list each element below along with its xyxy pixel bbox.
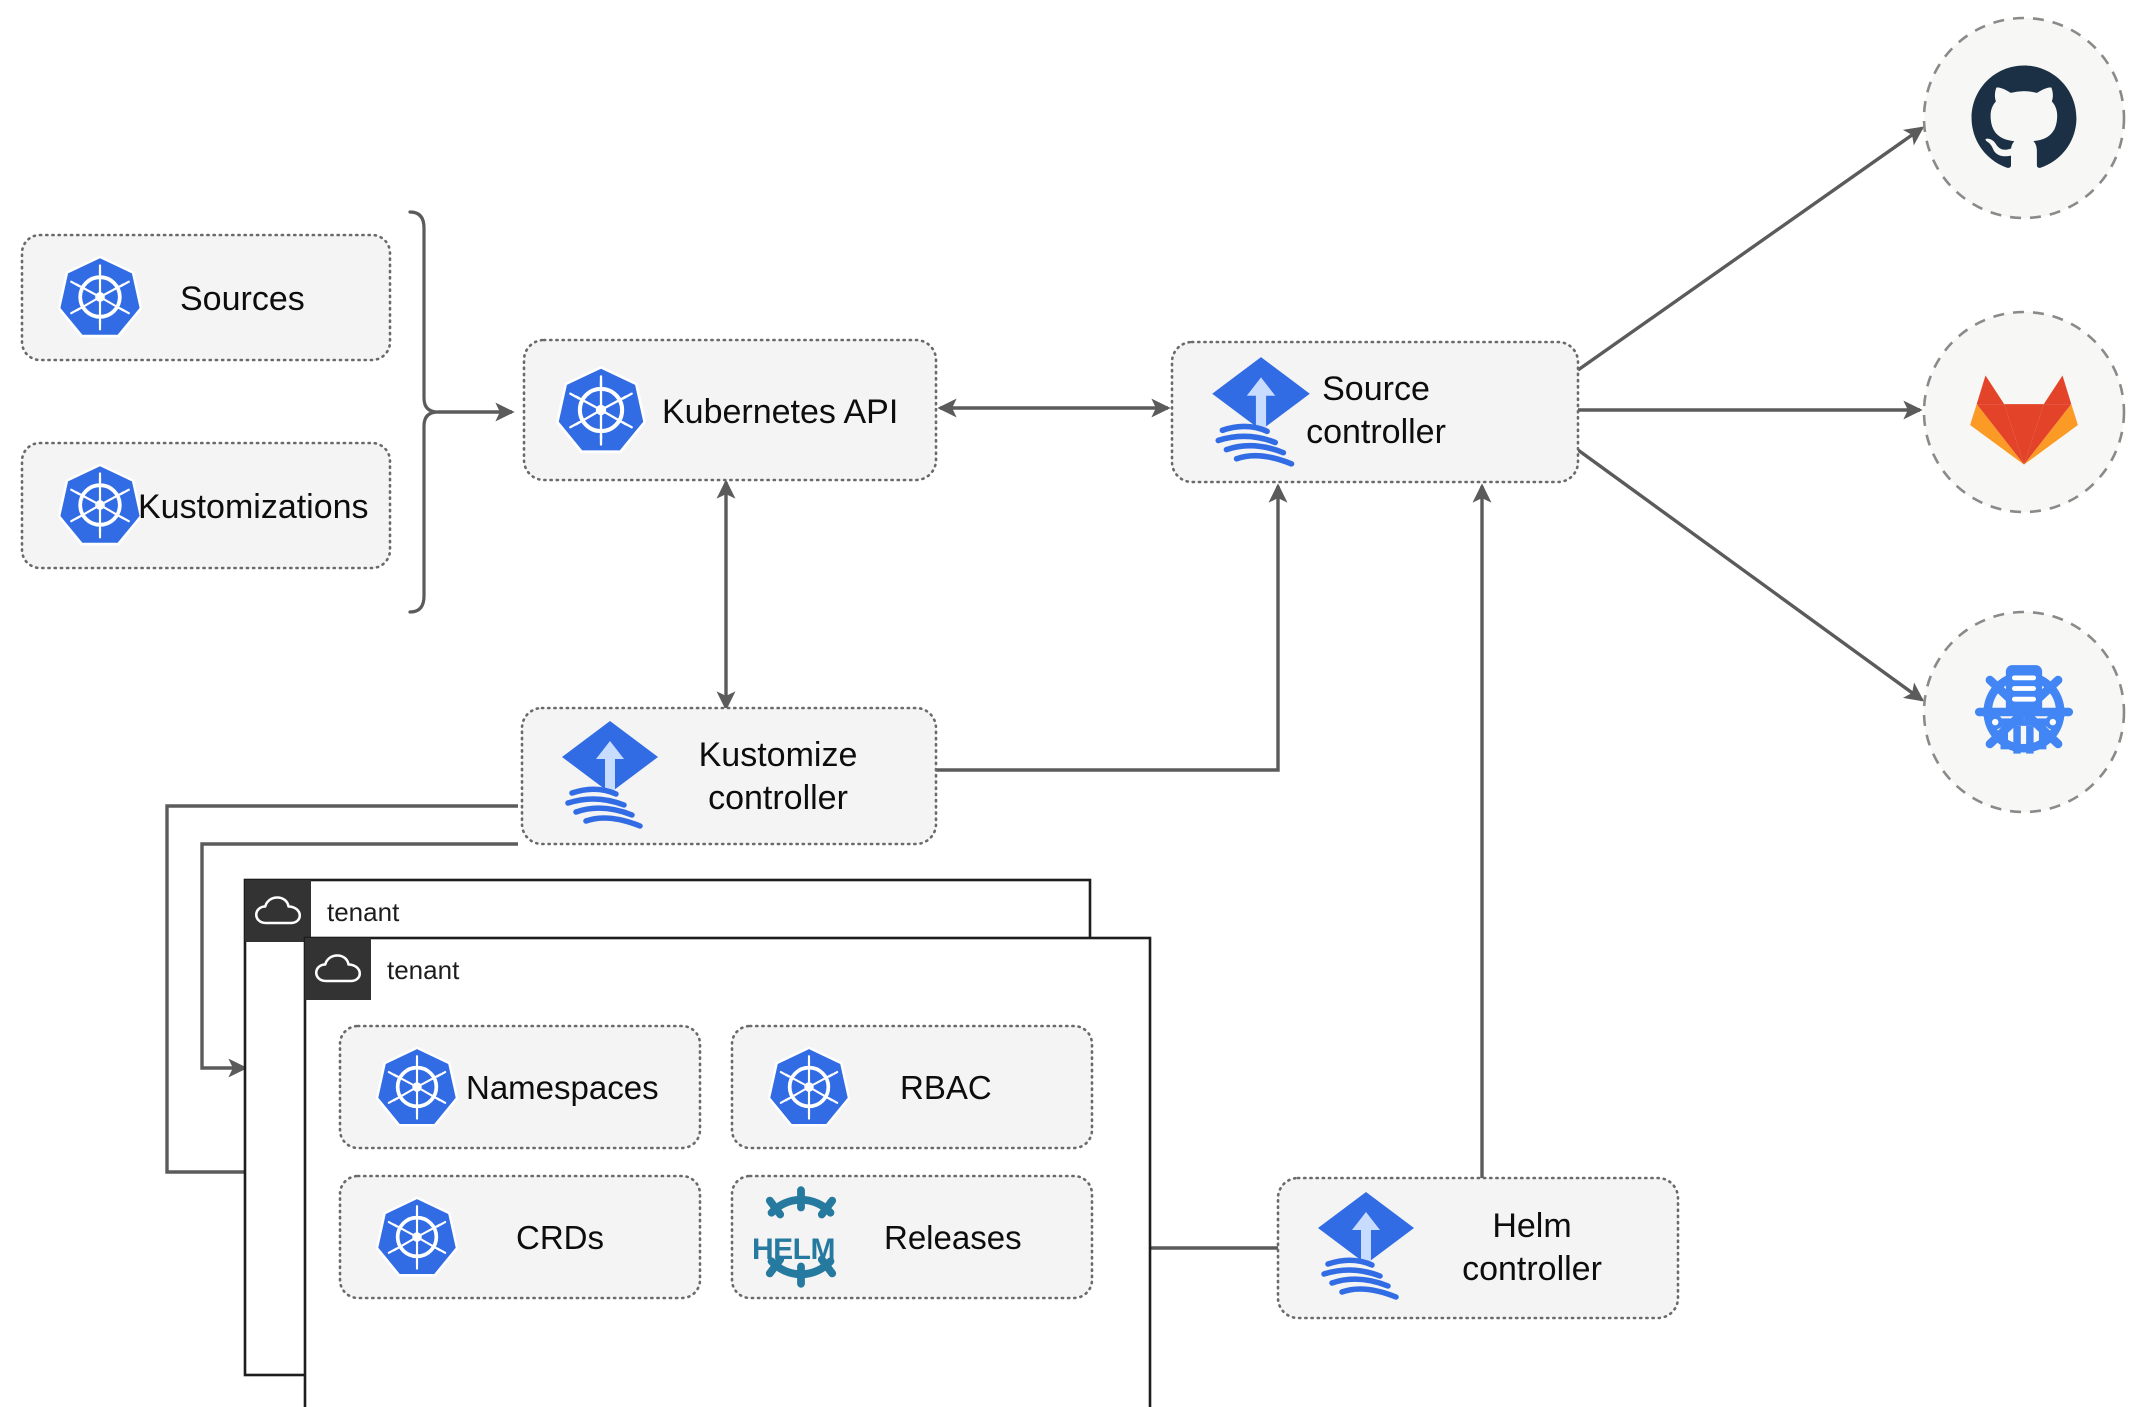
helm-wordmark: HELM — [752, 1233, 835, 1266]
tenant-inner-label: tenant — [387, 955, 460, 985]
card-namespaces-label: Namespaces — [466, 1069, 659, 1106]
card-helm-controller-label-line2: controller — [1462, 1250, 1602, 1288]
card-rbac[interactable]: RBAC — [730, 1024, 1094, 1150]
card-releases-label: Releases — [884, 1219, 1022, 1256]
connector-kustomize-to-tenant-1 — [165, 804, 518, 1182]
card-kustomize-controller[interactable]: Kustomize controller — [520, 706, 938, 846]
card-sources-label: Sources — [180, 280, 305, 318]
card-releases[interactable]: HELM Releases — [730, 1174, 1094, 1300]
card-kustomize-controller-label-line2: controller — [708, 779, 848, 817]
connector-kustomize-to-source-controller — [936, 483, 1288, 772]
connector-layer — [165, 126, 1925, 1258]
tenant-container-inner[interactable]: tenant — [303, 936, 1152, 1407]
connector-source-controller-to-helm-repository — [1577, 448, 1925, 702]
card-helm-controller-label-line1: Helm — [1492, 1207, 1571, 1245]
card-kubernetes-api[interactable]: Kubernetes API — [522, 338, 938, 482]
card-helm-controller[interactable]: Helm controller — [1276, 1176, 1680, 1320]
card-kustomize-controller-label-line1: Kustomize — [699, 736, 858, 774]
bracket-sources-group — [408, 210, 439, 614]
provider-github[interactable] — [1922, 16, 2126, 220]
card-sources[interactable]: Sources — [20, 233, 392, 362]
connector-source-controller-to-github — [1577, 126, 1925, 372]
card-crds-label: CRDs — [516, 1219, 604, 1256]
card-kustomizations-label: Kustomizations — [138, 488, 369, 526]
card-source-controller-label-line1: Source — [1322, 370, 1430, 408]
provider-helm-repository[interactable] — [1922, 610, 2126, 814]
tenant-outer-label: tenant — [327, 897, 400, 927]
card-kubernetes-api-label: Kubernetes API — [662, 393, 898, 431]
card-kustomizations[interactable]: Kustomizations — [20, 441, 392, 570]
connector-kustomize-to-tenant-2 — [200, 842, 518, 1078]
card-source-controller-label-line2: controller — [1306, 413, 1446, 451]
card-source-controller[interactable]: Source controller — [1170, 340, 1580, 484]
provider-gitlab[interactable] — [1922, 310, 2126, 514]
card-namespaces[interactable]: Namespaces — [338, 1024, 702, 1150]
card-rbac-label: RBAC — [900, 1069, 992, 1106]
card-crds[interactable]: CRDs — [338, 1174, 702, 1300]
